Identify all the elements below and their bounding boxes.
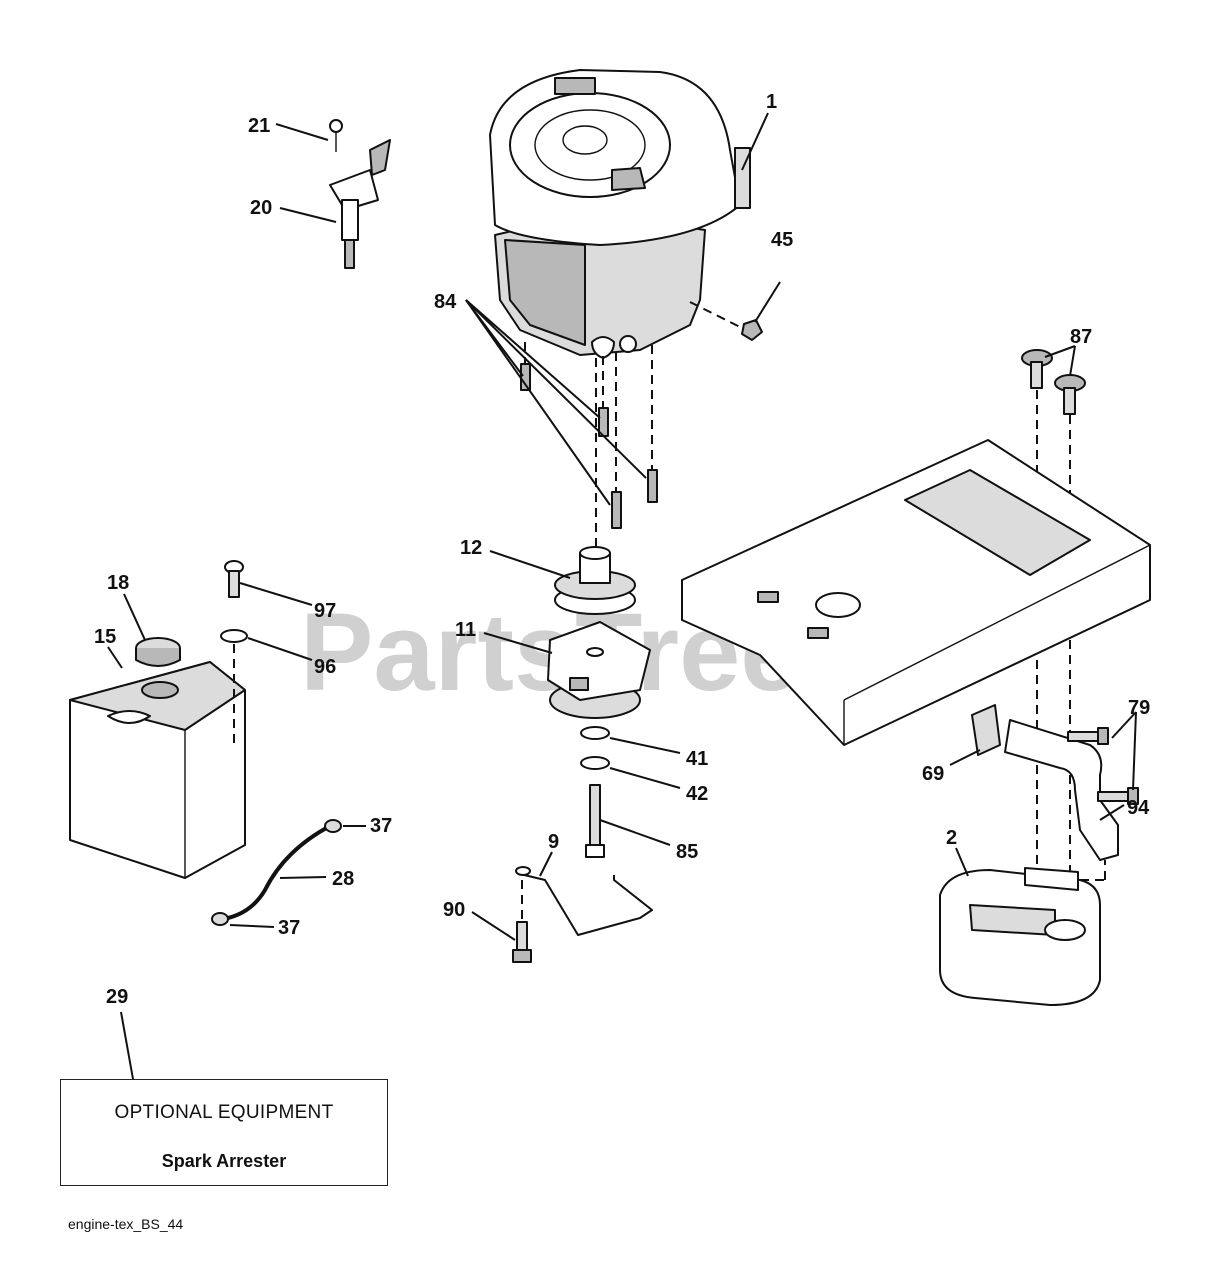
spark-arrester-label: Spark Arrester [161, 1151, 287, 1171]
washer-41-part[interactable] [580, 726, 610, 740]
callout-37-top: 37 [370, 815, 392, 837]
callout-11: 11 [455, 619, 476, 641]
callout-79: 79 [1128, 697, 1150, 719]
gasket-69-part[interactable] [971, 704, 1001, 756]
callout-37-bottom: 37 [278, 917, 300, 939]
screw-97-part[interactable] [224, 560, 244, 598]
screw-21-part[interactable] [329, 119, 343, 152]
callout-42: 42 [686, 783, 708, 805]
callout-87: 87 [1070, 326, 1092, 348]
callout-28: 28 [332, 868, 354, 890]
callout-29: 29 [106, 986, 128, 1008]
fuel-tank-15-part[interactable] [69, 661, 246, 879]
diagram-caption: engine-tex_BS_44 [68, 1216, 184, 1232]
callout-45: 45 [771, 229, 793, 251]
knob-87-part[interactable] [1021, 349, 1086, 415]
callout-96: 96 [314, 656, 336, 678]
callout-18: 18 [107, 572, 129, 594]
callout-9: 9 [548, 831, 559, 853]
bracket-9-part[interactable] [515, 866, 653, 936]
callout-2: 2 [946, 827, 957, 849]
washer-42-part[interactable] [580, 756, 610, 770]
callout-12: 12 [460, 537, 482, 559]
muffler-2-part[interactable] [939, 867, 1101, 1006]
callout-69: 69 [922, 763, 944, 785]
callout-85: 85 [676, 841, 698, 863]
callout-20: 20 [250, 197, 272, 219]
optional-equipment-box: OPTIONAL EQUIPMENT Spark Arrester [60, 1079, 388, 1186]
callout-97: 97 [314, 600, 336, 622]
exhaust-pipe-94-part[interactable] [1004, 719, 1119, 861]
clutch-11-part[interactable] [547, 621, 651, 719]
bolt-85-part[interactable] [585, 784, 605, 858]
callout-15: 15 [94, 626, 116, 648]
throttle-control-part[interactable] [329, 139, 391, 269]
callout-21: 21 [248, 115, 270, 137]
callout-94: 94 [1127, 797, 1150, 819]
frame-plate-part[interactable] [681, 439, 1151, 746]
callout-41: 41 [686, 748, 708, 770]
nut-45-part[interactable] [741, 319, 763, 341]
bolt-84-part[interactable] [520, 363, 658, 529]
engine-part[interactable] [489, 69, 751, 359]
pulley-12-part[interactable] [554, 546, 636, 615]
washer-96-part[interactable] [220, 629, 248, 643]
fuel-cap-18-part[interactable] [135, 637, 181, 667]
clamp-37-part[interactable] [211, 819, 342, 926]
fuel-line-28-part[interactable] [227, 824, 331, 920]
callout-84: 84 [434, 291, 457, 313]
bolt-90-part[interactable] [512, 880, 532, 963]
callout-90: 90 [443, 899, 465, 921]
optional-equipment-title: OPTIONAL EQUIPMENT [114, 1102, 334, 1123]
callout-1: 1 [766, 91, 777, 113]
bolt-79-part[interactable] [1067, 727, 1139, 805]
